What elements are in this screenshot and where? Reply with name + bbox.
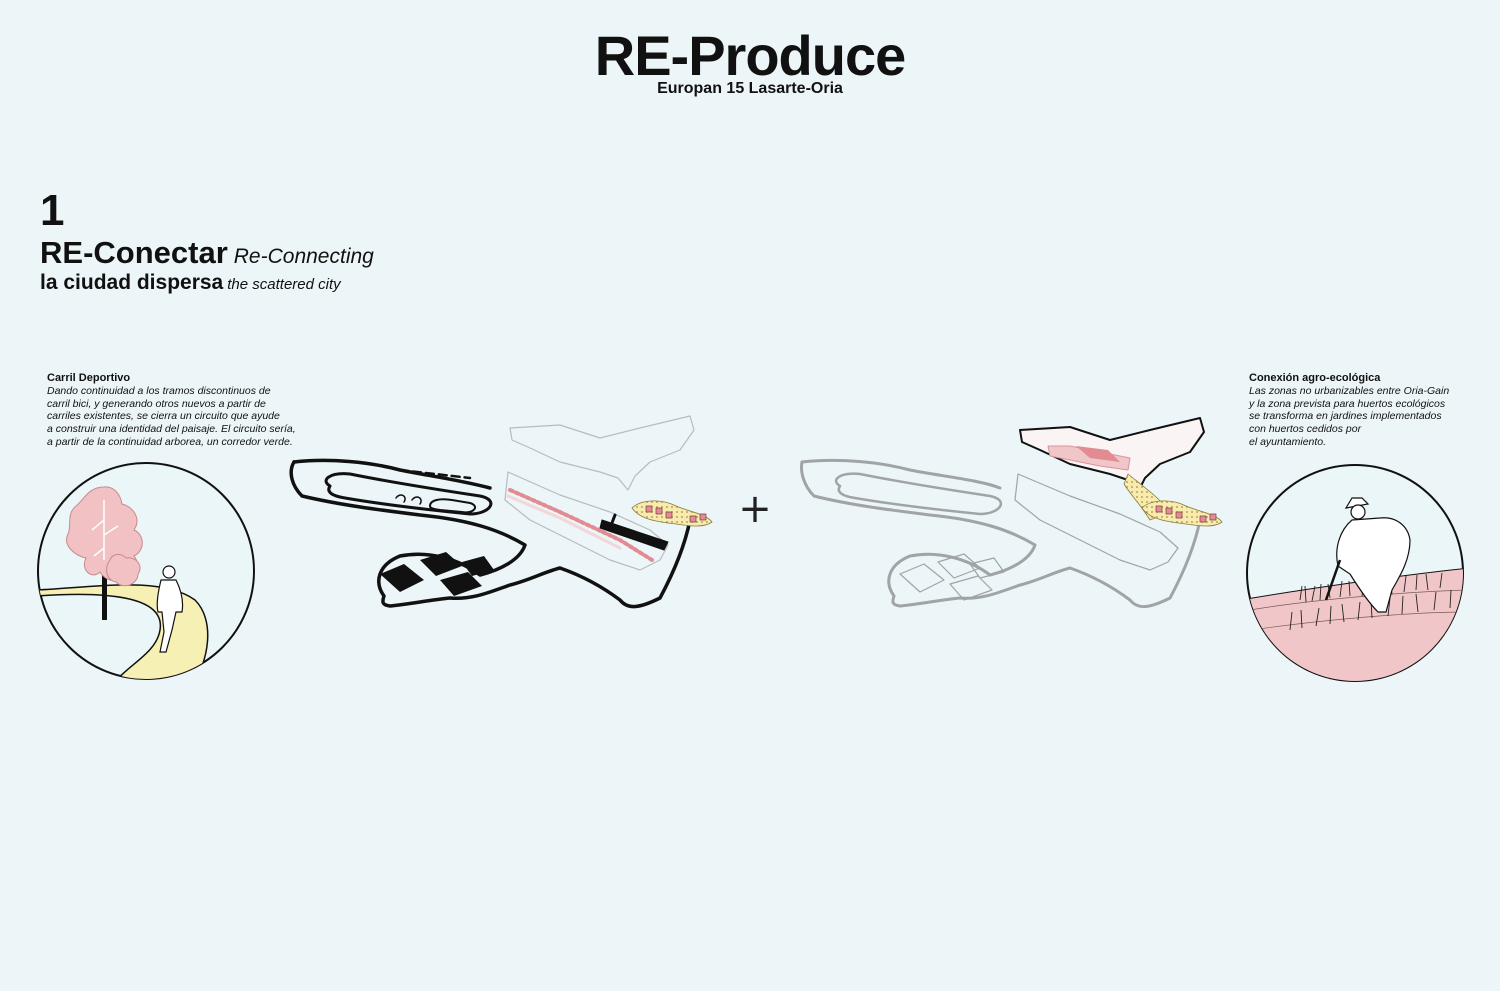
note-carril-deportivo: Carril Deportivo Dando continuidad a los… xyxy=(47,372,317,449)
note-left-line: a partir de la continuidad arborea, un c… xyxy=(47,435,293,448)
farmer-icon xyxy=(1324,497,1411,613)
page-subtitle: Europan 15 Lasarte-Oria xyxy=(657,80,843,97)
note-right-line: y la zona prevista para huertos ecológic… xyxy=(1249,397,1446,410)
note-conexion-agro-ecologica: Conexión agro-ecológica Las zonas no urb… xyxy=(1249,372,1500,449)
runner-icon xyxy=(156,565,184,653)
note-left-line: Dando continuidad a los tramos discontin… xyxy=(47,384,271,397)
note-left-title: Carril Deportivo xyxy=(47,372,131,384)
vignette-bike-lane xyxy=(37,462,255,680)
note-left-line: carriles existentes, se cierra un circui… xyxy=(47,410,280,423)
tree-icon xyxy=(66,486,143,620)
note-right-line: se transforma en jardines implementados xyxy=(1249,410,1442,423)
section-subheading-es: la ciudad dispersa xyxy=(40,271,224,294)
section-heading-en: Re-Connecting xyxy=(233,245,374,268)
map-bike-circuit xyxy=(289,415,713,609)
note-left-line: a construir una identidad del paisaje. E… xyxy=(47,423,296,436)
note-right-line: Las zonas no urbanizables entre Oria-Gai… xyxy=(1249,384,1450,397)
section-number: 1 xyxy=(40,186,65,235)
map-agro-connection xyxy=(800,417,1223,608)
section-heading-es: RE-Conectar xyxy=(40,235,228,270)
note-right-body: Las zonas no urbanizables entre Oria-Gai… xyxy=(1249,385,1500,449)
page-title: RE-Produce xyxy=(594,24,907,87)
map-plots-black xyxy=(380,552,494,596)
note-right-line: con huertos cedidos por xyxy=(1249,423,1362,436)
note-right-line: el ayuntamiento. xyxy=(1249,435,1327,448)
note-left-body: Dando continuidad a los tramos discontin… xyxy=(47,385,317,449)
note-right-title: Conexión agro-ecológica xyxy=(1249,372,1381,384)
plus-operator: + xyxy=(738,486,772,532)
section-subheading-en: the scattered city xyxy=(227,276,341,293)
note-left-line: carril bici, y generando otros nuevos a … xyxy=(47,397,266,410)
vignette-agro-garden xyxy=(1246,464,1464,682)
